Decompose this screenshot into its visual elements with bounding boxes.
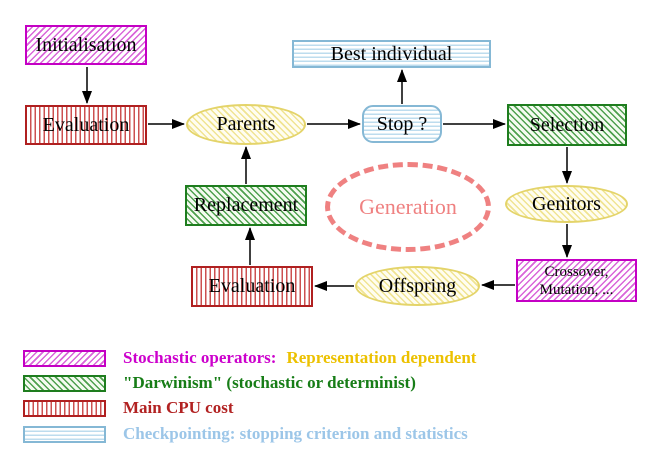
node-crossover-line2: Mutation, ... [539, 281, 614, 298]
node-initialisation: Initialisation [25, 25, 147, 65]
legend-row-checkpointing: Checkpointing: stopping criterion and st… [23, 424, 468, 444]
node-stop-label: Stop ? [376, 112, 428, 135]
legend-swatch-checkpointing [23, 425, 106, 443]
legend-label-checkpointing: Checkpointing: stopping criterion and st… [123, 424, 468, 443]
legend-swatch-cpu-cost [23, 399, 106, 417]
node-evaluation-top-label: Evaluation [42, 113, 130, 136]
node-initialisation-label: Initialisation [35, 33, 137, 56]
node-generation-label: Generation [359, 194, 457, 219]
node-offspring-label: Offspring [378, 274, 457, 297]
node-genitors: Genitors [505, 185, 628, 223]
node-replacement: Replacement [185, 185, 307, 226]
node-parents-label: Parents [216, 113, 276, 135]
node-stop: Stop ? [362, 105, 442, 143]
node-generation: Generation [325, 162, 491, 252]
legend-label-cpu-cost: Main CPU cost [123, 398, 234, 417]
node-crossover-line1: Crossover, [544, 263, 609, 280]
legend-swatch-darwinism [23, 374, 106, 392]
legend-label-representation-dependent: Representation dependent [286, 348, 477, 367]
legend-row-stochastic: Stochastic operators: Representation dep… [23, 348, 476, 368]
legend-row-darwinism: "Darwinism" (stochastic or determinist) [23, 373, 416, 393]
node-genitors-label: Genitors [532, 192, 601, 215]
node-replacement-label: Replacement [193, 194, 299, 216]
node-crossover-mutation: Crossover, Mutation, ... [516, 259, 637, 302]
legend-swatch-stochastic-operators [23, 349, 106, 367]
node-best-individual: Best individual [292, 40, 491, 68]
node-evaluation-top: Evaluation [25, 105, 147, 145]
node-offspring: Offspring [355, 266, 480, 306]
node-parents: Parents [186, 104, 306, 145]
node-evaluation-bottom: Evaluation [191, 266, 313, 307]
legend-label-darwinism: "Darwinism" (stochastic or determinist) [123, 373, 416, 392]
node-selection: Selection [507, 104, 627, 146]
legend-row-cpu-cost: Main CPU cost [23, 398, 233, 418]
legend-label-stochastic-operators: Stochastic operators: [123, 348, 277, 367]
node-best-individual-label: Best individual [330, 42, 453, 65]
node-selection-label: Selection [529, 113, 605, 136]
node-evaluation-bottom-label: Evaluation [208, 275, 296, 297]
